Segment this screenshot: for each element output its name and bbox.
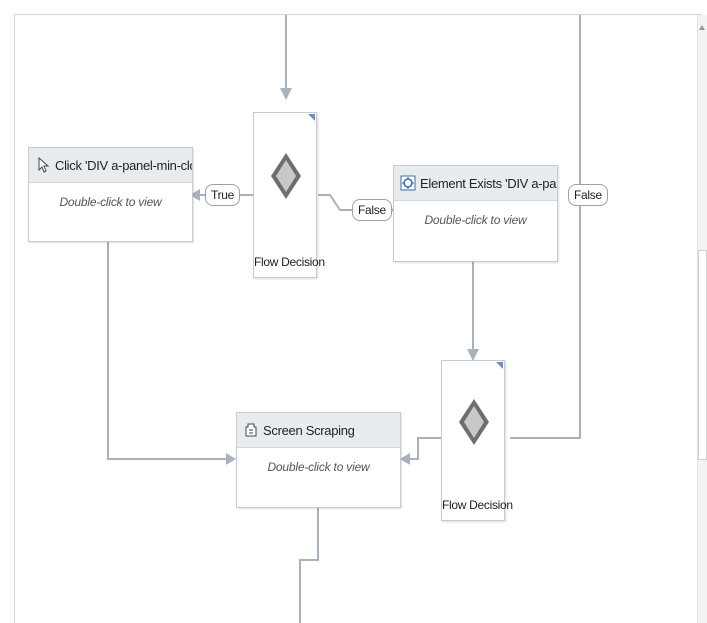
arrowhead-true xyxy=(190,189,200,201)
screen-scraping-activity[interactable]: Screen Scraping Double-click to view xyxy=(236,412,401,508)
screen-scraping-icon xyxy=(245,423,257,437)
click-activity-title: Click 'DIV a-panel-min-clo xyxy=(55,157,192,173)
false-connector-label[interactable]: False xyxy=(352,199,392,221)
arrowhead-decision-to-scrape xyxy=(400,453,410,465)
click-activity-hint: Double-click to view xyxy=(59,195,162,209)
element-exists-activity-title: Element Exists 'DIV a-pane xyxy=(420,175,557,191)
element-exists-icon xyxy=(400,175,416,191)
element-exists-activity-header[interactable]: Element Exists 'DIV a-pane xyxy=(394,166,557,201)
click-activity[interactable]: Click 'DIV a-panel-min-clo Double-click … xyxy=(28,147,193,242)
arrowhead-exists-down xyxy=(467,349,479,361)
screen-scraping-activity-header[interactable]: Screen Scraping xyxy=(237,413,400,448)
flow-decision-diamond-icon xyxy=(271,153,301,199)
connector-decision-to-scrape xyxy=(408,437,441,460)
click-activity-header[interactable]: Click 'DIV a-panel-min-clo xyxy=(29,148,192,183)
false-loop-connector-label[interactable]: False xyxy=(568,184,608,206)
scroll-up-arrow-icon[interactable] xyxy=(699,25,705,30)
element-exists-activity-hint: Double-click to view xyxy=(424,213,527,227)
connector-click-to-scrape xyxy=(107,242,228,460)
flow-decision-top-label: Flow Decision xyxy=(254,255,325,269)
corner-marker-icon xyxy=(496,362,503,369)
connector-false-loop xyxy=(510,15,581,439)
arrowhead-click-to-scrape xyxy=(226,453,236,465)
connector-scrape-out xyxy=(299,508,319,623)
screen-scraping-activity-title: Screen Scraping xyxy=(263,422,355,438)
flow-decision-bottom-label: Flow Decision xyxy=(442,498,513,512)
vertical-scrollbar[interactable] xyxy=(697,15,707,623)
scrollbar-thumb[interactable] xyxy=(698,250,707,460)
canvas-left-border xyxy=(14,14,15,623)
flow-decision-bottom[interactable]: Flow Decision xyxy=(441,360,513,521)
cursor-icon xyxy=(38,157,50,173)
arrowhead-top xyxy=(280,88,292,100)
element-exists-activity[interactable]: Element Exists 'DIV a-pane Double-click … xyxy=(393,165,558,262)
true-connector-label[interactable]: True xyxy=(205,184,241,206)
screen-scraping-activity-hint: Double-click to view xyxy=(267,460,370,474)
flow-decision-diamond-icon xyxy=(459,399,489,445)
corner-marker-icon xyxy=(308,114,315,121)
canvas-top-border xyxy=(14,14,702,15)
flow-decision-top[interactable]: Flow Decision xyxy=(253,112,325,278)
